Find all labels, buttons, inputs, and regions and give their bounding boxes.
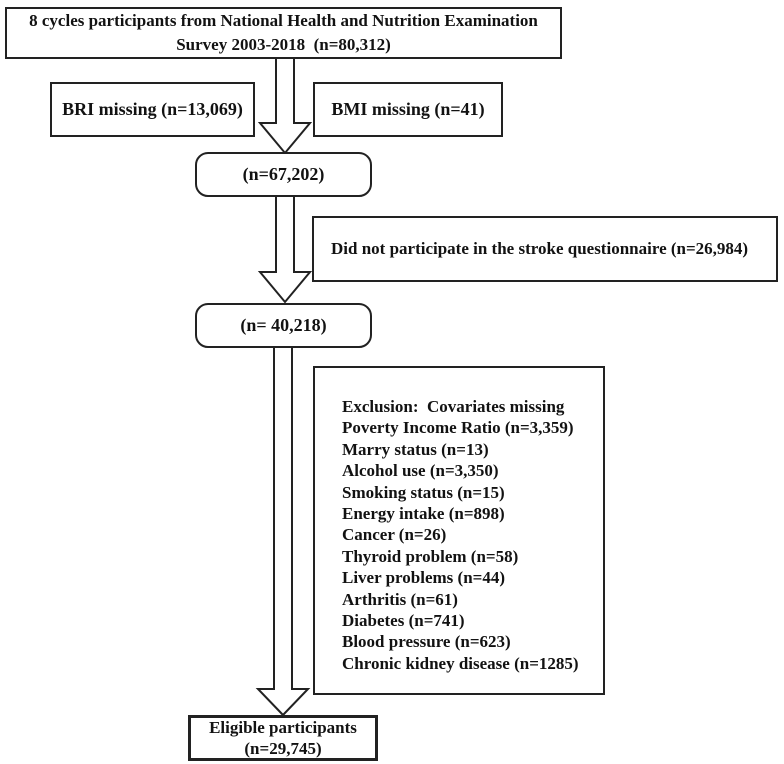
bri-missing-box: BRI missing (n=13,069)	[50, 82, 255, 137]
exclusion-item-energy-intake: Energy intake (n=898)	[342, 504, 505, 524]
n67202-node-box: (n=67,202)	[195, 152, 372, 197]
exclusion-item-cancer: Cancer (n=26)	[342, 525, 447, 545]
stroke-questionnaire-exclusion-box: Did not participate in the stroke questi…	[312, 216, 778, 282]
exclusion-item-chronic-kidney-disease: Chronic kidney disease (n=1285)	[342, 653, 579, 673]
down-arrow-icon-1	[257, 56, 313, 155]
exclusion-item-thyroid-problem: Thyroid problem (n=58)	[342, 546, 519, 566]
bmi-missing-box: BMI missing (n=41)	[313, 82, 503, 137]
n40218-node-box: (n= 40,218)	[195, 303, 372, 348]
source-population-box: 8 cycles participants from National Heal…	[5, 7, 562, 59]
eligible-participants-box: Eligible participants (n=29,745)	[188, 715, 378, 761]
exclusion-item-arthritis: Arthritis (n=61)	[342, 589, 458, 609]
exclusion-item-diabetes: Diabetes (n=741)	[342, 611, 465, 631]
exclusion-item-marry-status: Marry status (n=13)	[342, 439, 489, 459]
eligible-participants-line-2: (n=29,745)	[244, 739, 322, 758]
covariates-exclusion-box: Exclusion: Covariates missing Poverty In…	[313, 366, 605, 695]
exclusion-item-smoking-status: Smoking status (n=15)	[342, 482, 505, 502]
n67202-label: (n=67,202)	[242, 164, 325, 184]
stroke-questionnaire-exclusion-label: Did not participate in the stroke questi…	[331, 239, 749, 258]
source-population-line-2: Survey 2003-2018 (n=80,312)	[176, 35, 391, 54]
covariates-exclusion-heading: Exclusion: Covariates missing	[342, 397, 565, 416]
eligible-participants-line-1: Eligible participants	[209, 718, 357, 737]
exclusion-item-liver-problems: Liver problems (n=44)	[342, 568, 506, 588]
bri-missing-label: BRI missing (n=13,069)	[62, 99, 243, 119]
exclusion-item-blood-pressure: Blood pressure (n=623)	[342, 632, 511, 652]
exclusion-item-poverty-income-ratio: Poverty Income Ratio (n=3,359)	[342, 418, 574, 438]
source-population-line-1: 8 cycles participants from National Heal…	[29, 11, 538, 30]
down-arrow-icon-3	[255, 345, 311, 717]
exclusion-item-alcohol-use: Alcohol use (n=3,350)	[342, 461, 499, 481]
down-arrow-icon-2	[257, 195, 313, 304]
bmi-missing-label: BMI missing (n=41)	[331, 99, 485, 119]
n40218-label: (n= 40,218)	[240, 315, 327, 335]
